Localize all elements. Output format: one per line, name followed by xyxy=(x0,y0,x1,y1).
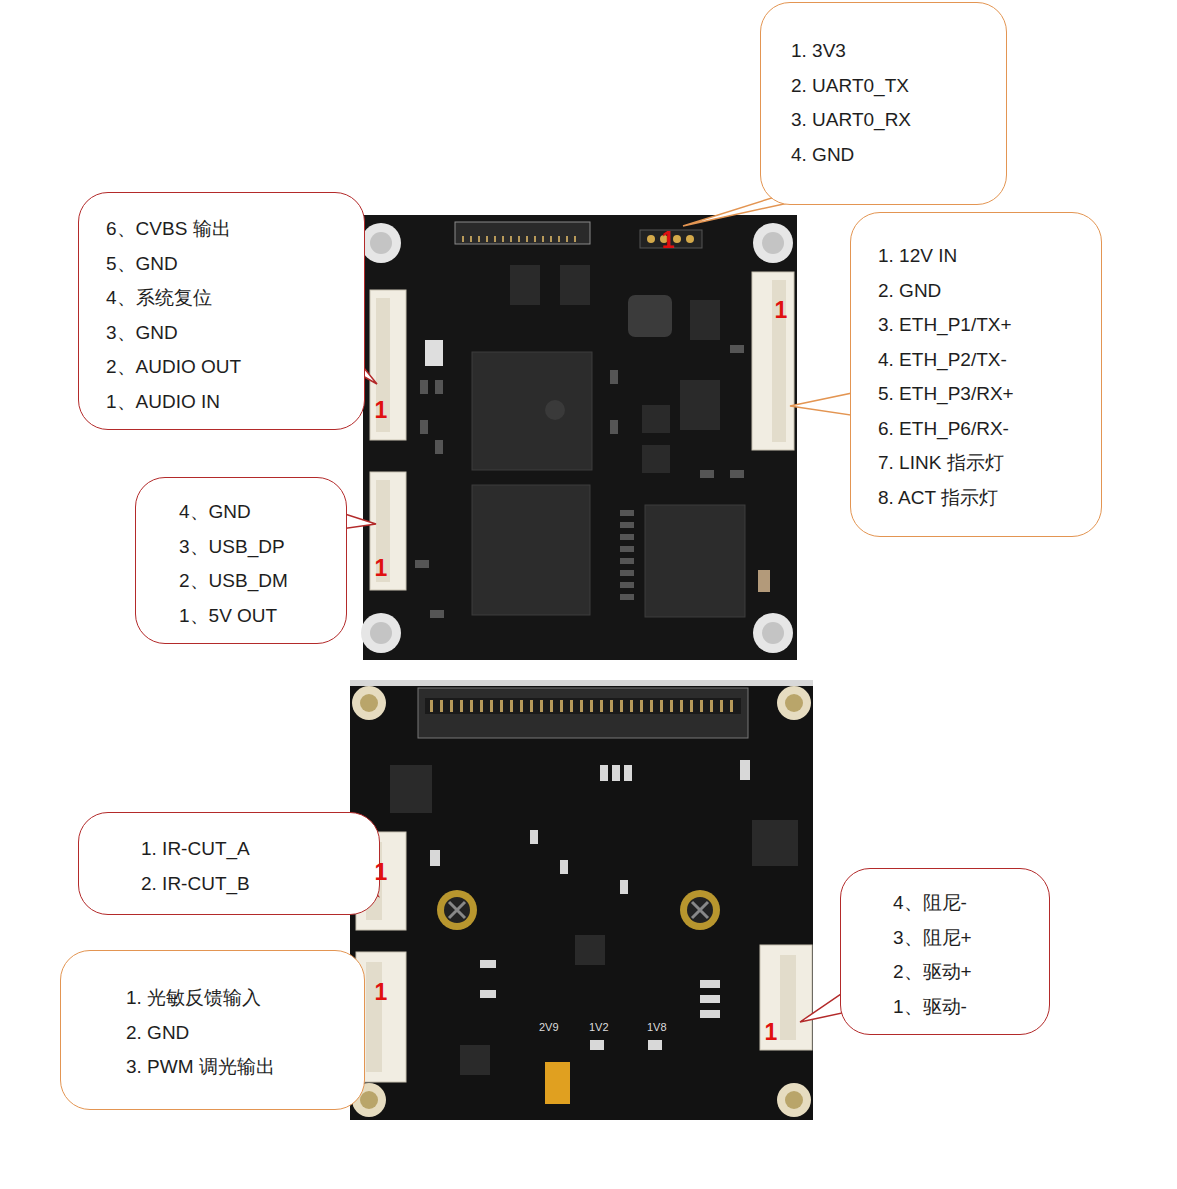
front-board xyxy=(361,215,797,660)
pin-name: 2、驱动+ xyxy=(893,955,1049,990)
pin-callout: 4、阻尼-3、阻尼+2、驱动+1、驱动- xyxy=(840,868,1050,1035)
pin-name: 3、GND xyxy=(106,316,364,351)
pin1-marker: 1 xyxy=(773,296,789,324)
pin-name: 2. IR-CUT_B xyxy=(141,867,379,902)
callout-tail xyxy=(790,392,857,416)
silkscreen-label: 1V8 xyxy=(647,1021,667,1034)
pin1-marker: 1 xyxy=(373,978,389,1006)
pin1-marker: 1 xyxy=(373,396,389,424)
pin-name: 4. GND xyxy=(791,138,1006,173)
pin-name: 5、GND xyxy=(106,247,364,282)
pin-name: 6. ETH_P6/RX- xyxy=(878,412,1101,447)
pin-name: 3、USB_DP xyxy=(179,530,346,565)
pin-name: 1、驱动- xyxy=(893,990,1049,1025)
pin-name: 7. LINK 指示灯 xyxy=(878,446,1101,481)
pin-name: 6、CVBS 输出 xyxy=(106,212,364,247)
pin-callout: 1. IR-CUT_A2. IR-CUT_B xyxy=(78,812,380,915)
pin-name: 2、AUDIO OUT xyxy=(106,350,364,385)
pin-name: 4、系统复位 xyxy=(106,281,364,316)
pin-callout: 1. 12V IN2. GND3. ETH_P1/TX+4. ETH_P2/TX… xyxy=(850,212,1102,537)
pin-name: 2. UART0_TX xyxy=(791,69,1006,104)
pin-callout: 1. 光敏反馈输入2. GND3. PWM 调光输出 xyxy=(60,950,365,1110)
pin-callout: 1. 3V32. UART0_TX3. UART0_RX4. GND xyxy=(760,2,1007,205)
pin1-marker: 1 xyxy=(373,554,389,582)
pin-name: 2、USB_DM xyxy=(179,564,346,599)
pin-name: 1. 3V3 xyxy=(791,34,1006,69)
pin-name: 3、阻尼+ xyxy=(893,921,1049,956)
pin-callout: 6、CVBS 输出5、GND4、系统复位3、GND2、AUDIO OUT1、AU… xyxy=(78,192,365,430)
pin-name: 1. IR-CUT_A xyxy=(141,832,379,867)
silkscreen-label: 1V2 xyxy=(589,1021,609,1034)
pin-name: 3. UART0_RX xyxy=(791,103,1006,138)
back-board xyxy=(350,680,813,1120)
pin1-marker: 1 xyxy=(763,1018,779,1046)
pin-name: 5. ETH_P3/RX+ xyxy=(878,377,1101,412)
pin-name: 3. ETH_P1/TX+ xyxy=(878,308,1101,343)
pin-name: 4、GND xyxy=(179,495,346,530)
pin1-marker: 1 xyxy=(373,858,389,886)
pin-name: 2. GND xyxy=(878,274,1101,309)
pin-name: 1、AUDIO IN xyxy=(106,385,364,420)
pin-name: 4、阻尼- xyxy=(893,886,1049,921)
pin-name: 4. ETH_P2/TX- xyxy=(878,343,1101,378)
pin1-marker: 1 xyxy=(660,226,676,254)
pin-callout: 4、GND3、USB_DP2、USB_DM1、5V OUT xyxy=(135,477,347,644)
pin-name: 1、5V OUT xyxy=(179,599,346,634)
silkscreen-label: 2V9 xyxy=(539,1021,559,1034)
pin-name: 1. 12V IN xyxy=(878,239,1101,274)
pin-name: 2. GND xyxy=(126,1016,364,1051)
pin-name: 3. PWM 调光输出 xyxy=(126,1050,364,1085)
pin-name: 8. ACT 指示灯 xyxy=(878,481,1101,516)
pin-name: 1. 光敏反馈输入 xyxy=(126,981,364,1016)
